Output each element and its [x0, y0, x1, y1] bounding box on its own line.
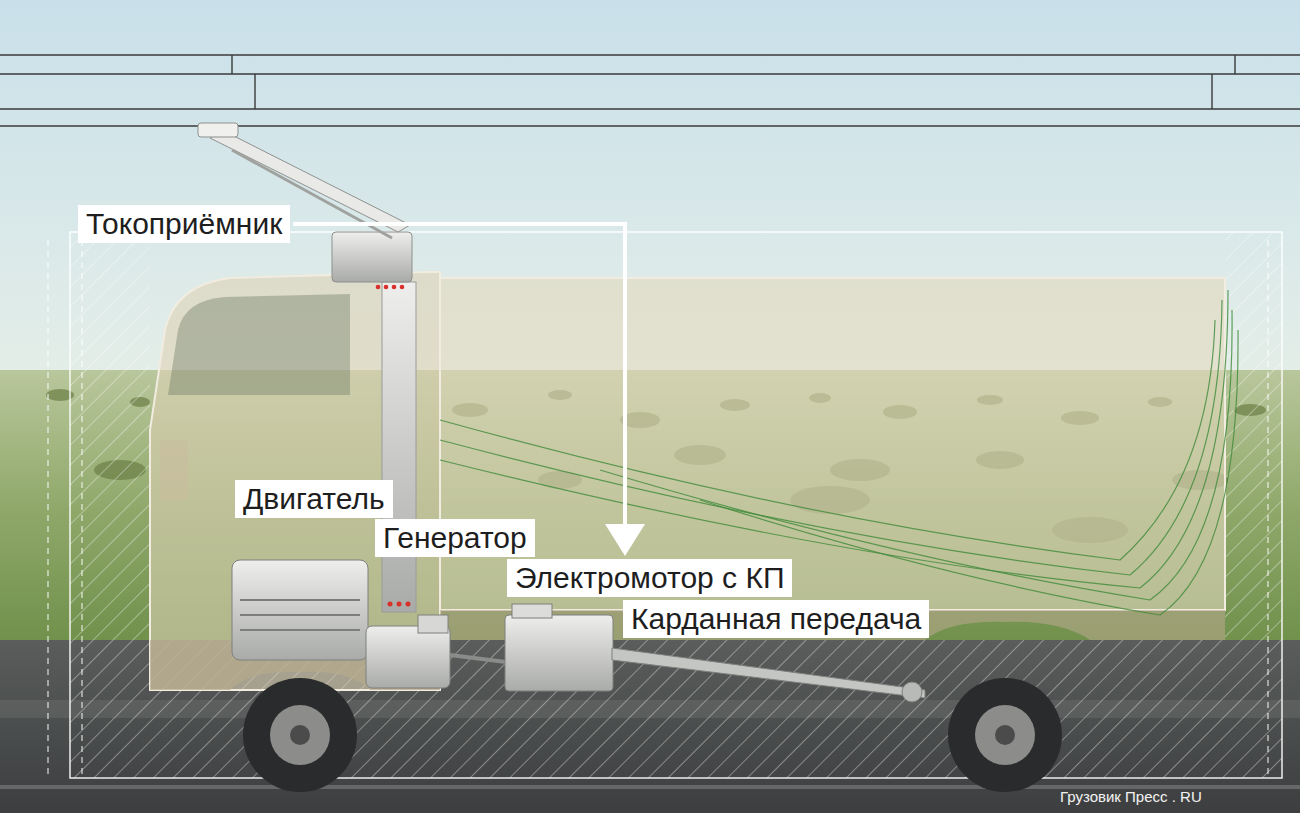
callout-box: Генератор [375, 519, 535, 557]
callout-box: Двигатель [235, 480, 393, 518]
part-name: Генератор [383, 521, 527, 554]
part-name: Двигатель [243, 482, 385, 515]
watermark: Грузовик Пресс . RU [1060, 788, 1202, 806]
arrowhead [605, 524, 645, 556]
part-name: Карданная передача [631, 602, 921, 635]
part-name: Токоприёмник [86, 207, 282, 240]
part-name: Электромотор с КП [515, 561, 784, 594]
callout-box: Токоприёмник [78, 205, 290, 243]
callout-box: Электромотор с КП [507, 559, 792, 597]
callout-box: Карданная передача [623, 600, 929, 638]
